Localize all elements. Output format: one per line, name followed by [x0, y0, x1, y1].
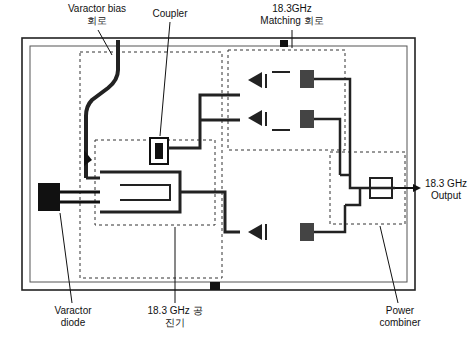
transistor-symbol: [248, 224, 262, 240]
leader-line: [98, 30, 112, 55]
resonator-line: [100, 172, 180, 212]
bias-region: [80, 52, 222, 278]
callout-label: 18.3GHz Matching 회로: [252, 3, 332, 26]
matching-pad: [300, 110, 314, 128]
matching-pad: [300, 223, 314, 241]
leader-line: [160, 22, 170, 136]
transistor-symbol: [248, 72, 262, 88]
ground-pad: [280, 40, 288, 47]
bias-line: [86, 40, 118, 178]
leader-line: [380, 226, 398, 303]
coupler: [155, 143, 163, 159]
combiner-pad: [370, 178, 392, 198]
rf-line: [168, 95, 240, 232]
leader-line: [60, 213, 72, 303]
callout-label: 18.3 GHz Output: [423, 178, 469, 201]
stage-line: [266, 112, 290, 130]
stage-line: [265, 224, 267, 240]
callout-label: 18.3 GHz 공진기: [146, 305, 204, 328]
chip-inner-outline: [30, 46, 407, 282]
callout-label: Power combiner: [370, 305, 430, 328]
bias-line: [86, 177, 100, 180]
coupler: [150, 138, 168, 164]
callout-label: Coupler: [145, 8, 195, 20]
stage-line: [266, 72, 290, 88]
combiner-line: [314, 79, 395, 232]
callout-label: Varactor bias 회로: [66, 3, 128, 26]
resonator-region: [95, 140, 215, 225]
bias-symbol: [84, 150, 92, 166]
diode-line: [60, 192, 100, 202]
matching-pad: [300, 70, 314, 88]
varactor-diode: [38, 183, 60, 211]
resonator-line: [120, 185, 170, 200]
output-line: [395, 187, 414, 189]
callout-label: Varactor diode: [45, 305, 101, 328]
ground-pad: [210, 282, 220, 290]
leader-line: [175, 227, 176, 303]
leader-line: [292, 30, 293, 48]
chip-outline: [22, 38, 415, 290]
output-arrow: [413, 184, 421, 192]
matching-region: [228, 50, 345, 150]
transistor-symbol: [248, 110, 262, 126]
